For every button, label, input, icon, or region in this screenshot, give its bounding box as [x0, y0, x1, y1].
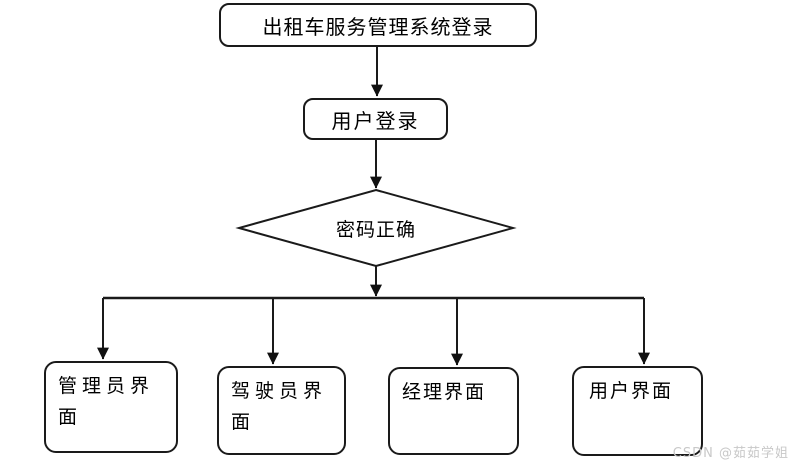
node-decision-password-correct: 密码正确	[335, 218, 416, 241]
node-driver-interface: 驾驶员界面	[217, 366, 346, 455]
node-manager-interface: 经理界面	[388, 367, 519, 455]
node-user-login: 用户登录	[303, 98, 448, 140]
csdn-watermark: CSDN @茹茹学姐	[672, 446, 789, 461]
node-user-interface: 用户界面	[572, 366, 703, 456]
node-admin-interface: 管理员界面	[44, 361, 178, 453]
node-system-login-title: 出租车服务管理系统登录	[219, 3, 537, 47]
